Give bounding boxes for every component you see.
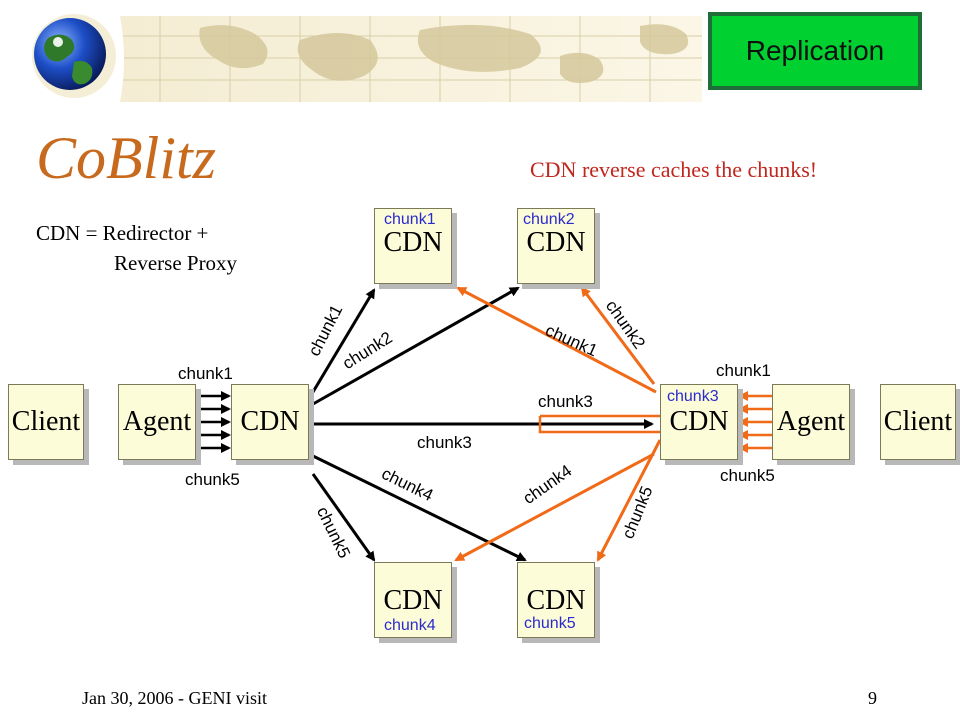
node-label: CDN: [383, 585, 443, 616]
label-ret-chunk2: chunk2: [601, 296, 649, 353]
label-left-chunk5: chunk5: [185, 470, 240, 489]
cdn-top2-node: CDN: [517, 208, 595, 284]
request-arrows: [311, 286, 654, 562]
cdn-right-node: CDN: [660, 384, 738, 460]
agent-right-to-cdn-arrows: [738, 391, 772, 453]
cache-tag-chunk5: chunk5: [524, 615, 576, 632]
label-down-chunk4: chunk4: [378, 463, 437, 506]
node-label: CDN: [240, 406, 300, 437]
label-left-chunk1: chunk1: [178, 364, 233, 383]
chunk3-cache-arrow: [538, 414, 660, 434]
footer-date: Jan 30, 2006 - GENI visit: [82, 688, 267, 708]
cache-tag-chunk4: chunk4: [384, 617, 436, 634]
client-left-node: Client: [8, 384, 84, 460]
agent-left-node: Agent: [118, 384, 196, 460]
node-label: CDN: [669, 406, 729, 437]
label-ret-chunk5: chunk5: [618, 483, 657, 542]
agent-to-cdn-arrows: [197, 391, 231, 453]
label-up-chunk1: chunk1: [304, 301, 347, 360]
cdn-top1-node: CDN: [374, 208, 452, 284]
definition-line-2: Reverse Proxy: [114, 251, 238, 275]
cdn-left-node: CDN: [231, 384, 309, 460]
subtitle: CDN reverse caches the chunks!: [530, 157, 818, 182]
node-label: Client: [883, 406, 953, 437]
node-label: Agent: [122, 406, 192, 437]
cdn-bot2-node: CDN: [517, 562, 595, 638]
label-right-chunk1: chunk1: [716, 361, 771, 380]
label-up-chunk2: chunk2: [339, 327, 396, 374]
page-number: 9: [868, 688, 877, 708]
label-down-chunk5: chunk5: [312, 503, 354, 562]
label-ret-chunk4: chunk4: [519, 460, 576, 509]
label-ret-chunk1: chunk1: [542, 320, 601, 361]
node-label: CDN: [526, 227, 586, 258]
label-chunk3-lower: chunk3: [417, 433, 472, 452]
label-chunk3-upper: chunk3: [538, 392, 593, 411]
client-right-node: Client: [880, 384, 956, 460]
cache-tag-chunk2: chunk2: [523, 211, 575, 228]
cache-tag-chunk3: chunk3: [667, 388, 719, 405]
definition-line-1: CDN = Redirector +: [36, 221, 209, 245]
node-label: Client: [11, 406, 81, 437]
label-right-chunk5: chunk5: [720, 466, 775, 485]
header-banner: [32, 14, 702, 102]
cache-tag-chunk1: chunk1: [384, 211, 436, 228]
node-label: CDN: [383, 227, 443, 258]
page-title: CoBlitz: [36, 125, 217, 191]
node-label: CDN: [526, 585, 586, 616]
cdn-bot1-node: CDN: [374, 562, 452, 638]
agent-right-node: Agent: [772, 384, 850, 460]
node-label: Agent: [776, 406, 846, 437]
section-badge: Replication: [708, 12, 922, 90]
